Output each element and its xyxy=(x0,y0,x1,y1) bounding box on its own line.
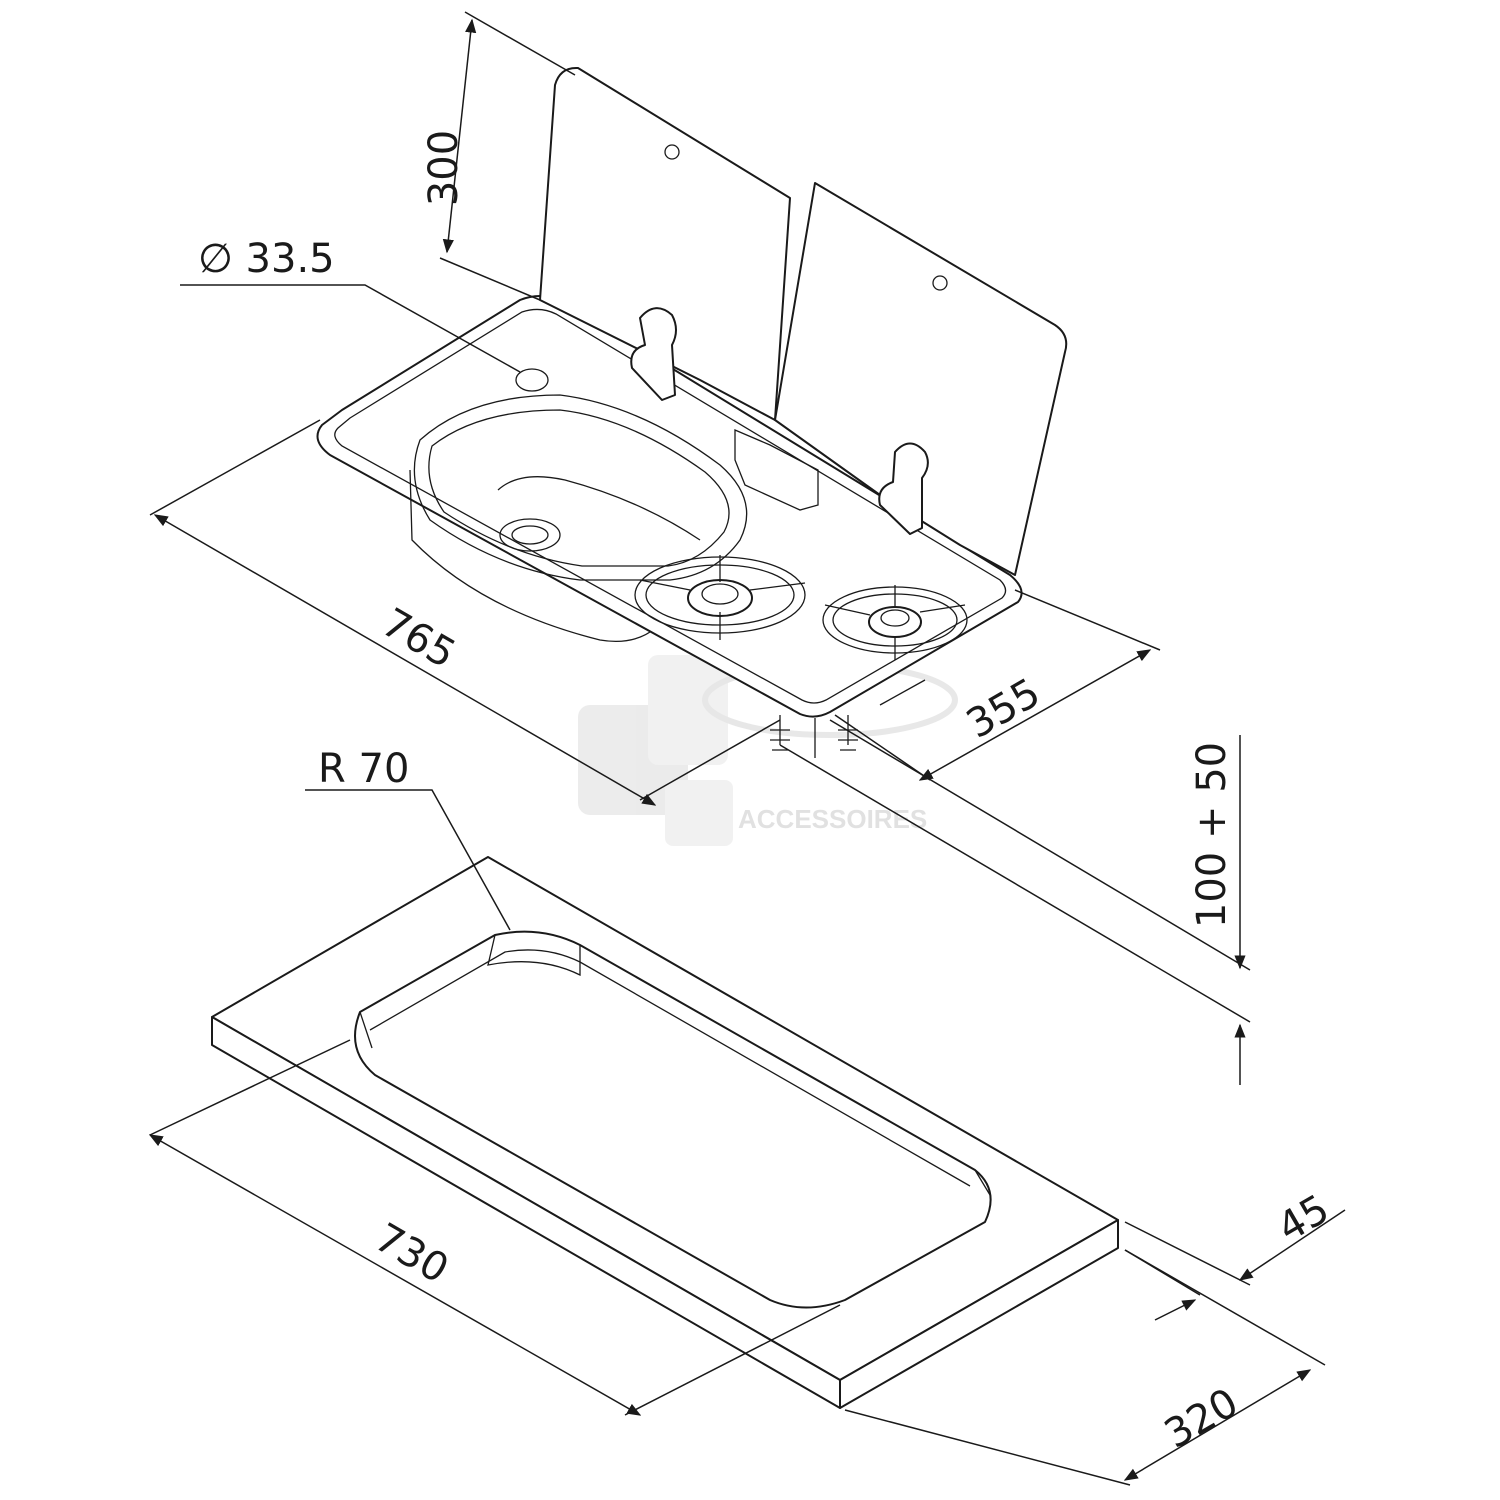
lid-right-hinge xyxy=(878,442,929,535)
lid-left-hinge xyxy=(630,307,677,401)
unit-inner-rim xyxy=(334,308,1007,704)
watermark-text: ACCESSOIRES xyxy=(738,804,927,834)
glass-lid-left xyxy=(539,66,791,421)
worktop xyxy=(211,856,1119,1409)
dim-clearance-label: 100 + 50 xyxy=(1189,742,1235,928)
dim-cutout-radius-label: R 70 xyxy=(318,746,409,792)
worktop-side-face xyxy=(839,1219,1119,1409)
dim-hole-diameter-label: ∅ 33.5 xyxy=(198,236,335,282)
dim-unit-depth-label: 355 xyxy=(959,670,1048,748)
dim-worktop-thickness-label: 45 xyxy=(1270,1186,1337,1251)
dimension-lines xyxy=(148,11,1346,1486)
sink-hob-unit xyxy=(316,66,1068,758)
hinge-block xyxy=(734,429,819,511)
dim-unit-length-label: 765 xyxy=(374,600,463,678)
lid-right-hole xyxy=(932,275,948,291)
lid-left-hole xyxy=(664,144,680,160)
burner-small xyxy=(822,585,968,660)
glass-lid-right xyxy=(774,182,1068,576)
dim-cutout-depth-label: 320 xyxy=(1157,1380,1246,1458)
dim-cutout-length-label: 730 xyxy=(367,1215,456,1293)
dim-lid-height-label: 300 xyxy=(421,130,467,206)
tap-hole xyxy=(515,368,549,392)
worktop-cutout xyxy=(354,930,992,1309)
